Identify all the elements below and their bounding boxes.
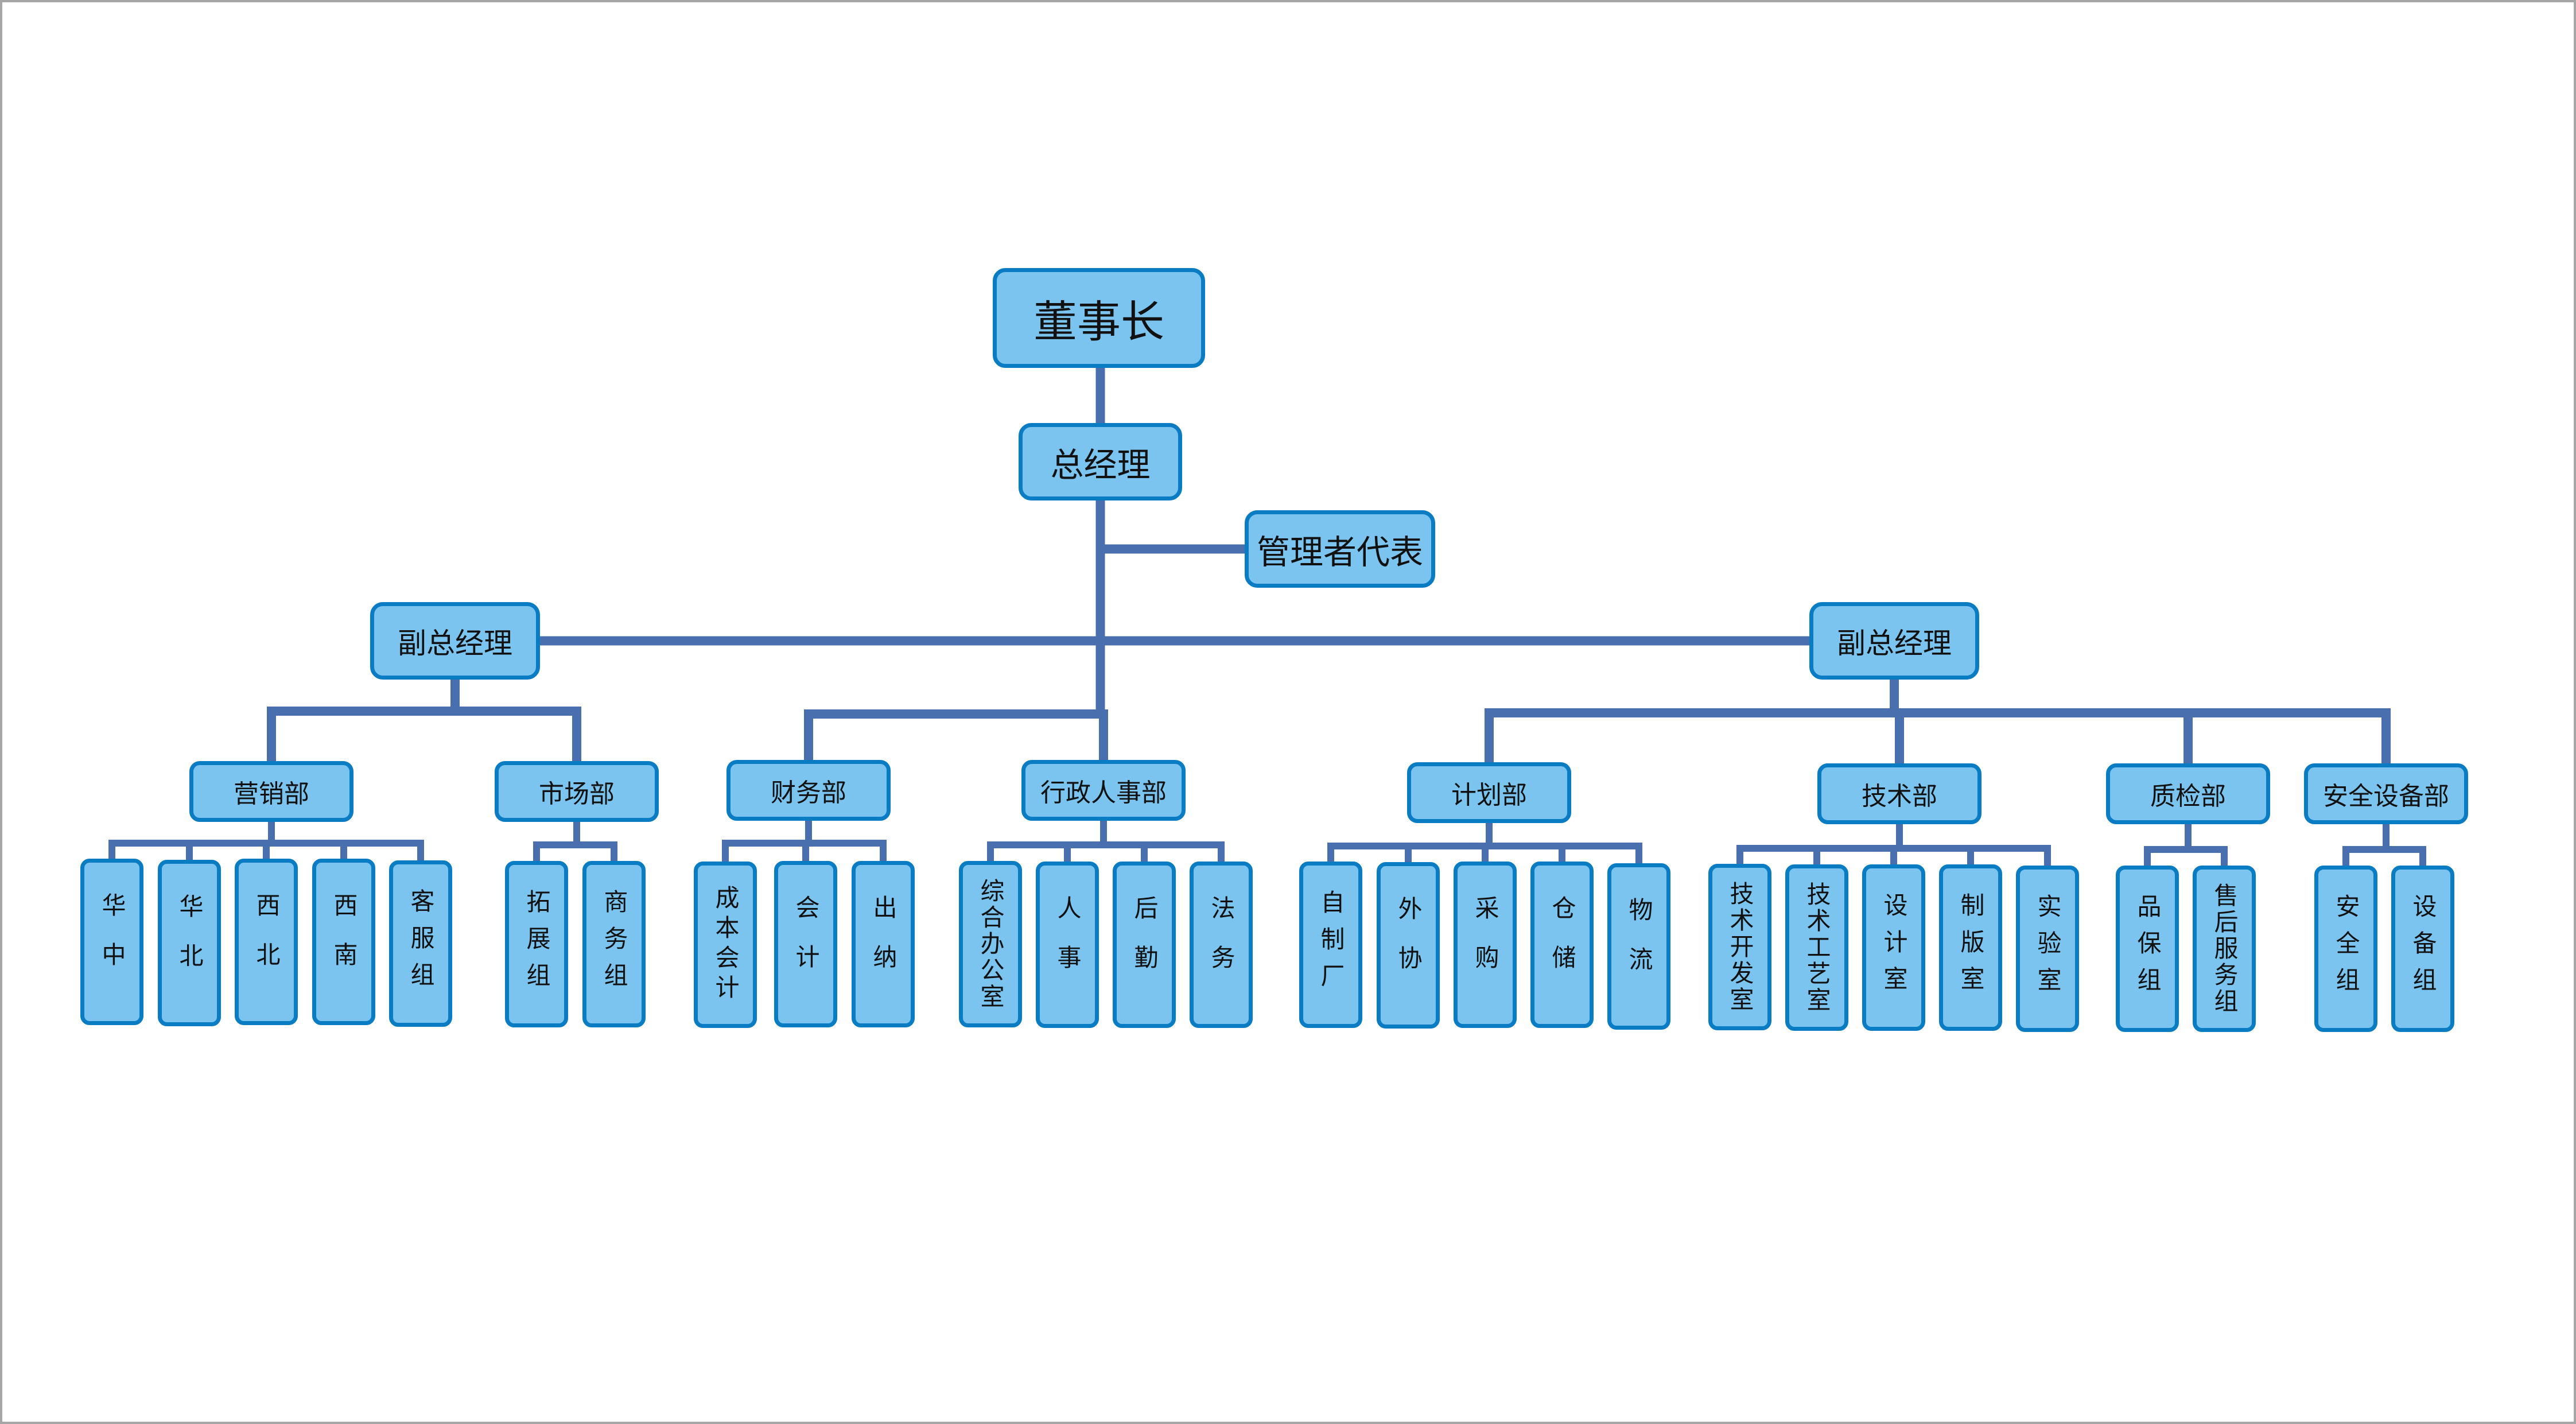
dept-quality[interactable]: 质检部	[2106, 763, 2270, 824]
node-label: 设备组	[2409, 894, 2437, 1004]
dept-sales[interactable]: 营销部	[189, 761, 353, 822]
node-label: 行政人事部	[1040, 778, 1167, 808]
node-label: 西南	[330, 893, 358, 991]
dept-market[interactable]: 市场部	[495, 761, 659, 822]
dept-finance[interactable]: 财务部	[726, 760, 891, 821]
unit-design[interactable]: 设计室	[1862, 864, 1925, 1031]
node-label: 董事长	[1033, 296, 1164, 347]
unit-southwest[interactable]: 西南	[312, 859, 375, 1025]
unit-north-china[interactable]: 华北	[158, 860, 221, 1026]
node-label: 会计	[792, 895, 820, 994]
unit-central-china[interactable]: 华中	[80, 859, 143, 1025]
unit-expansion[interactable]: 拓展组	[505, 861, 568, 1027]
node-label: 副总经理	[1837, 626, 1952, 660]
dept-safety-equipment[interactable]: 安全设备部	[2304, 763, 2468, 824]
node-label: 技术开发室	[1726, 881, 1754, 1013]
node-label: 人事	[1054, 895, 1082, 994]
node-label: 客服组	[407, 888, 435, 999]
node-label: 西北	[252, 893, 281, 991]
node-label: 自制厂	[1317, 890, 1345, 1000]
unit-procurement[interactable]: 采购	[1454, 862, 1517, 1028]
node-label: 质检部	[2150, 782, 2226, 811]
node-vice-president-right[interactable]: 副总经理	[1809, 602, 1979, 680]
unit-legal[interactable]: 法务	[1190, 862, 1253, 1028]
node-general-manager[interactable]: 总经理	[1019, 423, 1182, 500]
dept-technology[interactable]: 技术部	[1817, 763, 1981, 824]
node-label: 华北	[176, 894, 204, 992]
unit-warehousing[interactable]: 仓储	[1530, 862, 1594, 1028]
unit-cost-accounting[interactable]: 成本会计	[694, 862, 757, 1028]
node-label: 仓储	[1548, 895, 1576, 994]
node-label: 外协	[1394, 896, 1423, 995]
unit-own-factory[interactable]: 自制厂	[1299, 862, 1362, 1028]
unit-cashier[interactable]: 出纳	[852, 861, 915, 1027]
node-label: 技术部	[1862, 782, 1937, 811]
node-label: 安全组	[2332, 894, 2360, 1004]
node-label: 物流	[1625, 897, 1653, 996]
unit-plate-making[interactable]: 制版室	[1939, 864, 2002, 1031]
node-label: 华中	[98, 893, 126, 991]
node-label: 技术工艺室	[1803, 882, 1831, 1014]
node-label: 安全设备部	[2323, 782, 2449, 811]
node-label: 售后服务组	[2210, 883, 2239, 1015]
unit-logistics[interactable]: 物流	[1607, 863, 1670, 1030]
unit-general-office[interactable]: 综合办公室	[959, 861, 1022, 1027]
unit-tech-development[interactable]: 技术开发室	[1708, 864, 1771, 1030]
unit-outsourcing[interactable]: 外协	[1377, 862, 1440, 1029]
node-label: 营销部	[234, 779, 309, 809]
node-label: 法务	[1207, 895, 1235, 994]
node-label: 总经理	[1050, 445, 1151, 484]
unit-quality-assurance[interactable]: 品保组	[2116, 866, 2179, 1032]
node-label: 综合办公室	[977, 878, 1005, 1010]
node-label: 市场部	[539, 779, 615, 809]
unit-safety[interactable]: 安全组	[2314, 866, 2377, 1032]
unit-equipment[interactable]: 设备组	[2391, 866, 2454, 1032]
node-label: 实验室	[2034, 894, 2062, 1004]
node-chairman[interactable]: 董事长	[993, 268, 1205, 368]
unit-business[interactable]: 商务组	[582, 861, 646, 1027]
node-label: 采购	[1471, 895, 1499, 994]
dept-admin-hr[interactable]: 行政人事部	[1021, 760, 1186, 821]
unit-accounting[interactable]: 会计	[774, 861, 837, 1027]
node-label: 制版室	[1957, 893, 1985, 1003]
node-label: 副总经理	[398, 626, 512, 660]
dept-planning[interactable]: 计划部	[1407, 762, 1571, 823]
node-vice-president-left[interactable]: 副总经理	[370, 602, 540, 680]
unit-logistics-support[interactable]: 后勤	[1113, 862, 1176, 1028]
unit-tech-process[interactable]: 技术工艺室	[1785, 864, 1848, 1031]
unit-customer-service[interactable]: 客服组	[389, 860, 452, 1027]
node-label: 计划部	[1451, 781, 1527, 810]
node-label: 设计室	[1880, 893, 1908, 1003]
node-label: 管理者代表	[1256, 532, 1423, 572]
node-label: 成本会计	[712, 885, 740, 1004]
node-label: 后勤	[1130, 895, 1159, 994]
unit-northwest[interactable]: 西北	[235, 859, 298, 1025]
node-label: 商务组	[600, 889, 628, 999]
node-label: 出纳	[869, 895, 897, 994]
node-label: 财务部	[771, 778, 846, 808]
node-management-representative[interactable]: 管理者代表	[1245, 510, 1435, 588]
node-label: 拓展组	[523, 889, 551, 999]
node-label: 品保组	[2134, 894, 2162, 1004]
unit-personnel[interactable]: 人事	[1036, 862, 1099, 1028]
unit-after-sales[interactable]: 售后服务组	[2193, 866, 2256, 1032]
unit-laboratory[interactable]: 实验室	[2016, 866, 2079, 1032]
